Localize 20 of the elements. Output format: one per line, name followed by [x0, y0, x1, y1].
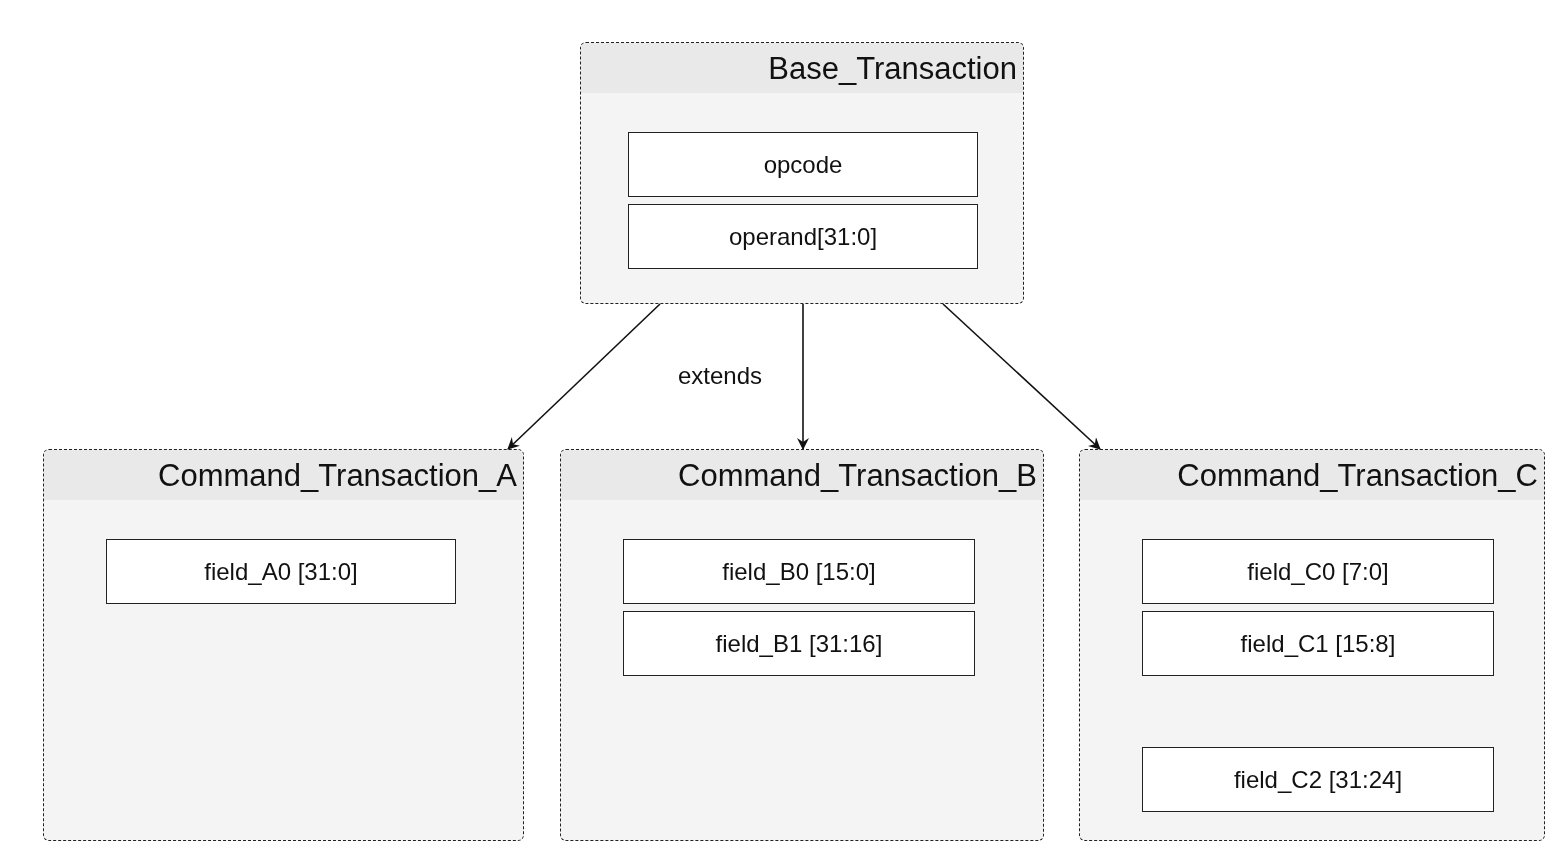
class-name: Base_Transaction — [768, 51, 1017, 87]
class-name: Command_Transaction_C — [1177, 458, 1538, 494]
field-box: field_B1 [31:16] — [623, 611, 975, 676]
field-box: field_C0 [7:0] — [1142, 539, 1494, 604]
class-container — [560, 449, 1044, 841]
field-box: field_A0 [31:0] — [106, 539, 456, 604]
class-container — [580, 42, 1024, 304]
field-box: operand[31:0] — [628, 204, 978, 269]
field-box: field_C1 [15:8] — [1142, 611, 1494, 676]
arrow — [797, 303, 809, 450]
edge-label: extends — [678, 362, 763, 390]
field-box: field_C2 [31:24] — [1142, 747, 1494, 812]
field-box: opcode — [628, 132, 978, 197]
arrow — [507, 303, 661, 450]
class-container — [1079, 449, 1545, 841]
class-name: Command_Transaction_B — [678, 458, 1037, 494]
class-container — [43, 449, 524, 841]
class-name: Command_Transaction_A — [158, 458, 517, 494]
field-box: field_B0 [15:0] — [623, 539, 975, 604]
arrow — [942, 303, 1101, 450]
